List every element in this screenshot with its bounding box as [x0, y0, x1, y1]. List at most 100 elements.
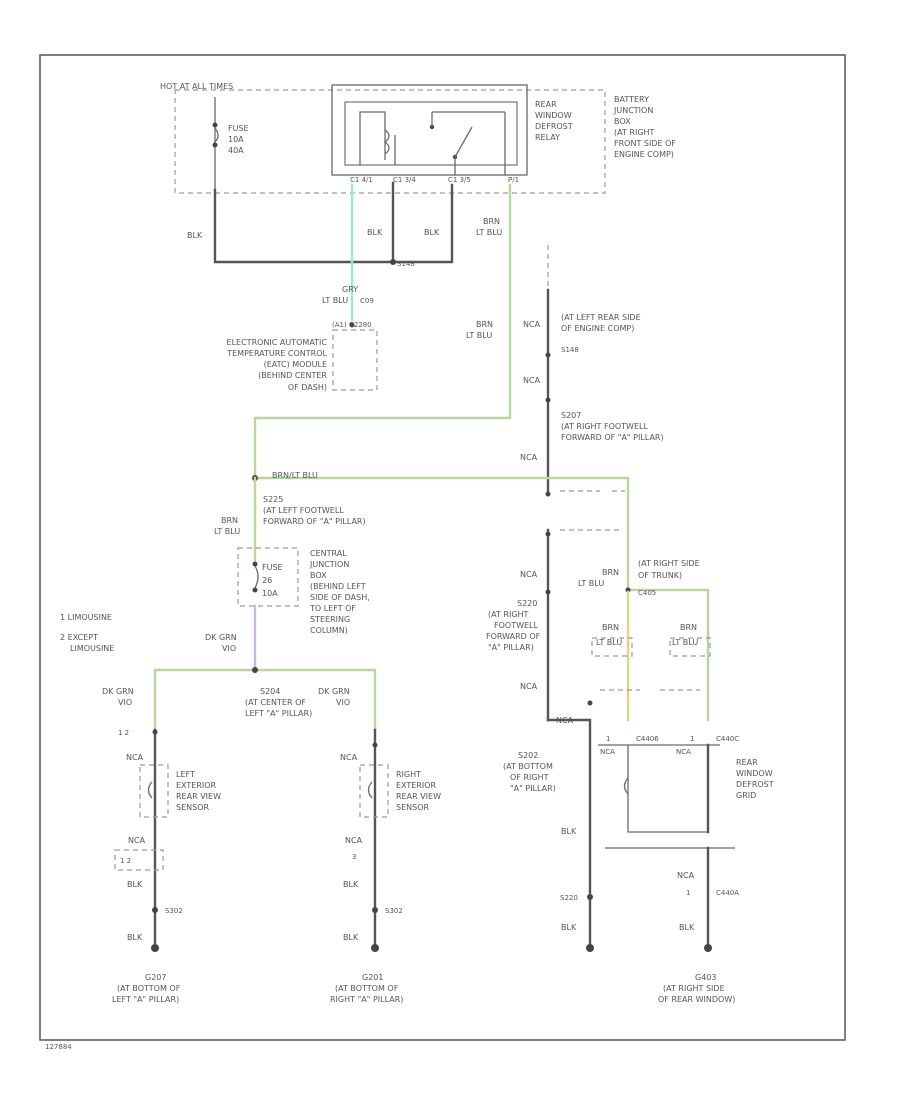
blk-left-1: BLK — [127, 880, 143, 889]
brn-ltblu-f-label-2: LT BLU — [596, 638, 622, 647]
ground-g207 — [151, 944, 159, 952]
brn-ltblu-b-label-1: BRN — [476, 320, 493, 329]
brn-ltblu-horizontal-wire: BRN/LT BLU S225 (AT LEFT FOOTWELL FORWAR… — [214, 471, 710, 722]
c440c-label: C440C — [716, 735, 739, 743]
dkgrn-vio-c-label-1: DK GRN — [318, 687, 350, 696]
blk-s-label-2: BLK — [561, 923, 577, 932]
left-sensor-icon — [147, 781, 153, 799]
brn-ltblu-a-label-2: LT BLU — [476, 228, 502, 237]
legend-item-3: LIMOUSINE — [70, 644, 114, 653]
relay-pin-2: C1 3/4 — [393, 176, 416, 184]
left-sensor-label-4: SENSOR — [176, 803, 209, 812]
grid-label-1: REAR — [736, 758, 758, 767]
left-sensor-label-2: EXTERIOR — [176, 781, 217, 790]
eatc-module-outline — [332, 329, 378, 391]
cjb-label-3: BOX — [310, 571, 327, 580]
relay-coil — [359, 111, 396, 165]
dkgrn-vio-c-label-2: VIO — [336, 698, 350, 707]
s302-left: S302 — [165, 907, 183, 915]
bjb-label-2: JUNCTION — [613, 106, 653, 115]
nca-right-3: 3 — [352, 853, 356, 861]
g403-label-3: OF REAR WINDOW) — [658, 995, 735, 1004]
brn-ltblu-feed-wire: BRN LT BLU BRN LT BLU — [253, 183, 512, 480]
blk-s-label-1: BLK — [561, 827, 577, 836]
grid-label-2: WINDOW — [736, 769, 773, 778]
blk-label-c: BLK — [424, 228, 440, 237]
s204-label-3: LEFT "A" PILLAR) — [245, 709, 312, 718]
cjb-label-7: STEERING — [310, 615, 350, 624]
left-pins-2: 1 2 — [120, 857, 131, 865]
hot-at-all-times-label: HOT AT ALL TIMES — [160, 82, 233, 91]
grid-element — [627, 745, 709, 833]
splice-engine-label-2: OF ENGINE COMP) — [561, 324, 634, 333]
eatc-module: (A1) C2280 ELECTRONIC AUTOMATIC TEMPERAT… — [226, 321, 378, 392]
dkgrn-vio-a-label-2: VIO — [222, 644, 236, 653]
cjb-label-2: JUNCTION — [309, 560, 349, 569]
s220-label-5: "A" PILLAR) — [488, 643, 534, 652]
gry-ltblu-label-2: LT BLU — [322, 296, 348, 305]
relay-pin-4: P/1 — [508, 176, 519, 184]
trunk-connector: BRN LT BLU (AT RIGHT SIDE OF TRUNK) C405… — [578, 559, 711, 722]
relay-box — [331, 84, 528, 176]
trunk-label-2: OF TRUNK) — [638, 571, 682, 580]
gry-ltblu-label-3: C09 — [360, 297, 374, 305]
brn-ltblu-g-label-2: LT BLU — [672, 638, 698, 647]
s220b-label: S220 — [560, 894, 578, 902]
s220-label-3: FOOTWELL — [494, 621, 539, 630]
blk-wires-top: BLK BLK BLK S148 — [187, 181, 454, 268]
eatc-label-1: ELECTRONIC AUTOMATIC — [227, 338, 328, 347]
battery-junction-box-outline — [174, 89, 606, 194]
bjb-label-5: FRONT SIDE OF — [614, 139, 676, 148]
s220-chain: NCA S220 (AT RIGHT FOOTWELL FORWARD OF "… — [486, 570, 594, 952]
s202-label-1: S202 — [518, 751, 538, 760]
trunk-label-3: C405 — [638, 589, 656, 597]
splice-engine-label-3: S148 — [561, 346, 579, 354]
brn-ltblu-e-label-2: LT BLU — [578, 579, 604, 588]
bjb-label-1: BATTERY — [614, 95, 649, 104]
s207-label-1: S207 — [561, 411, 581, 420]
s202-label-2: (AT BOTTOM — [503, 762, 553, 771]
c440c-pin: 1 — [690, 735, 694, 743]
brn-ltblu-f-label-1: BRN — [602, 623, 619, 632]
nca-label-1: NCA — [523, 320, 541, 329]
blk-label-b: BLK — [367, 228, 383, 237]
eatc-label-2: TEMPERATURE CONTROL — [226, 349, 327, 358]
cjb-label-4: (BEHIND LEFT — [310, 582, 366, 591]
right-sensor-chain: NCA RIGHT EXTERIOR REAR VIEW SENSOR NCA … — [330, 728, 441, 1004]
right-sensor-icon — [367, 781, 373, 799]
s204-label-2: (AT CENTER OF — [245, 698, 306, 707]
gry-ltblu-wire: GRY LT BLU C09 — [322, 183, 374, 322]
c440a-label: C440A — [716, 889, 739, 897]
nca-label-7: NCA — [600, 748, 615, 756]
nca-label-6: NCA — [556, 716, 574, 725]
g201-label-3: RIGHT "A" PILLAR) — [330, 995, 403, 1004]
s207-label-3: FORWARD OF "A" PILLAR) — [561, 433, 664, 442]
blk-label-a: BLK — [187, 231, 203, 240]
nca-label-5: NCA — [520, 682, 538, 691]
fuse-mid-label-3: 10A — [262, 589, 278, 598]
ground-s220 — [586, 944, 594, 952]
s225-label-1: S225 — [263, 495, 283, 504]
legend: 1 LIMOUSINE 2 EXCEPT LIMOUSINE — [60, 613, 114, 653]
cjb-label-5: SIDE OF DASH, — [310, 593, 370, 602]
fuse-mid-label-1: FUSE — [262, 563, 283, 572]
grid-label-4: GRID — [736, 791, 756, 800]
fuse-top-label-2: 10A — [228, 135, 244, 144]
nca-label-4: NCA — [520, 570, 538, 579]
cjb-label-6: TO LEFT OF — [309, 604, 356, 613]
central-junction-box: FUSE 26 10A CENTRAL JUNCTION BOX (BEHIND… — [237, 476, 370, 635]
s220-label-4: FORWARD OF — [486, 632, 541, 641]
left-pins-1: 1 2 — [118, 729, 129, 737]
brn-ltblu-e-label-1: BRN — [602, 568, 619, 577]
left-sensor-outline — [139, 764, 169, 818]
ground-g403 — [704, 944, 712, 952]
nca-label-2: NCA — [523, 376, 541, 385]
right-sensor-outline — [359, 764, 389, 818]
reference-code: 127884 — [45, 1043, 72, 1051]
nca-label-9: NCA — [677, 871, 695, 880]
eatc-label-5: OF DASH) — [288, 383, 327, 392]
s220-label-1: S220 — [517, 599, 537, 608]
legend-item-2: 2 EXCEPT — [60, 633, 98, 642]
fuse-top-label-3: 40A — [228, 146, 244, 155]
brn-ltblu-c-label: BRN/LT BLU — [272, 471, 318, 480]
